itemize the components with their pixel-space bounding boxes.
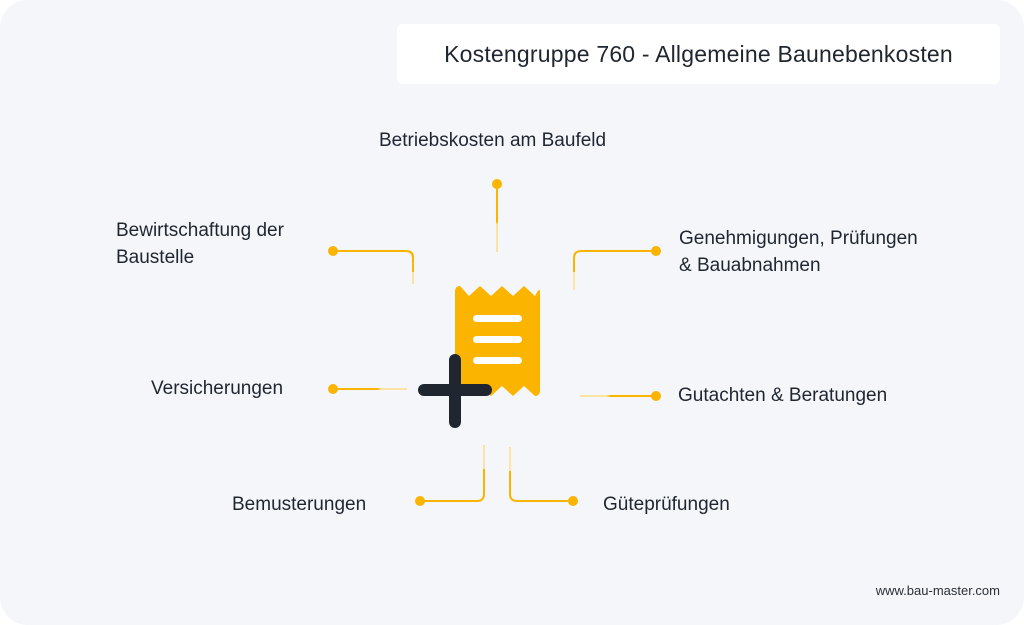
connector-top — [492, 179, 502, 252]
item-label-line2: Baustelle — [116, 247, 195, 268]
connector-right — [580, 391, 661, 401]
item-label: Bemusterungen — [232, 494, 367, 515]
item-versicherungen: Versicherungen — [151, 375, 283, 402]
connector-top-right — [573, 246, 661, 290]
connector-top-left — [328, 246, 414, 284]
item-betriebskosten: Betriebskosten am Baufeld — [379, 127, 606, 154]
connector-bottom-left — [415, 445, 485, 506]
connector-bottom-right — [509, 447, 578, 506]
item-bewirtschaftung: Bewirtschaftung der Baustelle — [116, 217, 284, 271]
item-label-line2: & Bauabnahmen — [679, 255, 821, 276]
item-gutachten: Gutachten & Beratungen — [678, 382, 887, 409]
connector-dot — [492, 179, 502, 189]
item-label: Güteprüfungen — [603, 494, 730, 515]
plus-icon — [418, 354, 492, 428]
item-label-line1: Genehmigungen, Prüfungen — [679, 228, 918, 249]
diagram-title: Kostengruppe 760 - Allgemeine Baunebenko… — [444, 40, 953, 67]
item-guetepruefungen: Güteprüfungen — [603, 491, 730, 518]
item-genehmigungen: Genehmigungen, Prüfungen & Bauabnahmen — [679, 225, 918, 279]
item-bemusterungen: Bemusterungen — [232, 491, 366, 518]
title-box: Kostengruppe 760 - Allgemeine Baunebenko… — [397, 24, 1000, 84]
item-label: Betriebskosten am Baufeld — [379, 130, 607, 151]
item-label-line1: Bewirtschaftung der — [116, 220, 284, 241]
connector-left — [328, 384, 407, 394]
receipt-icon — [455, 286, 540, 396]
item-label: Versicherungen — [151, 378, 284, 399]
item-label: Gutachten & Beratungen — [678, 385, 888, 406]
footer-url: www.bau-master.com — [875, 583, 1000, 598]
